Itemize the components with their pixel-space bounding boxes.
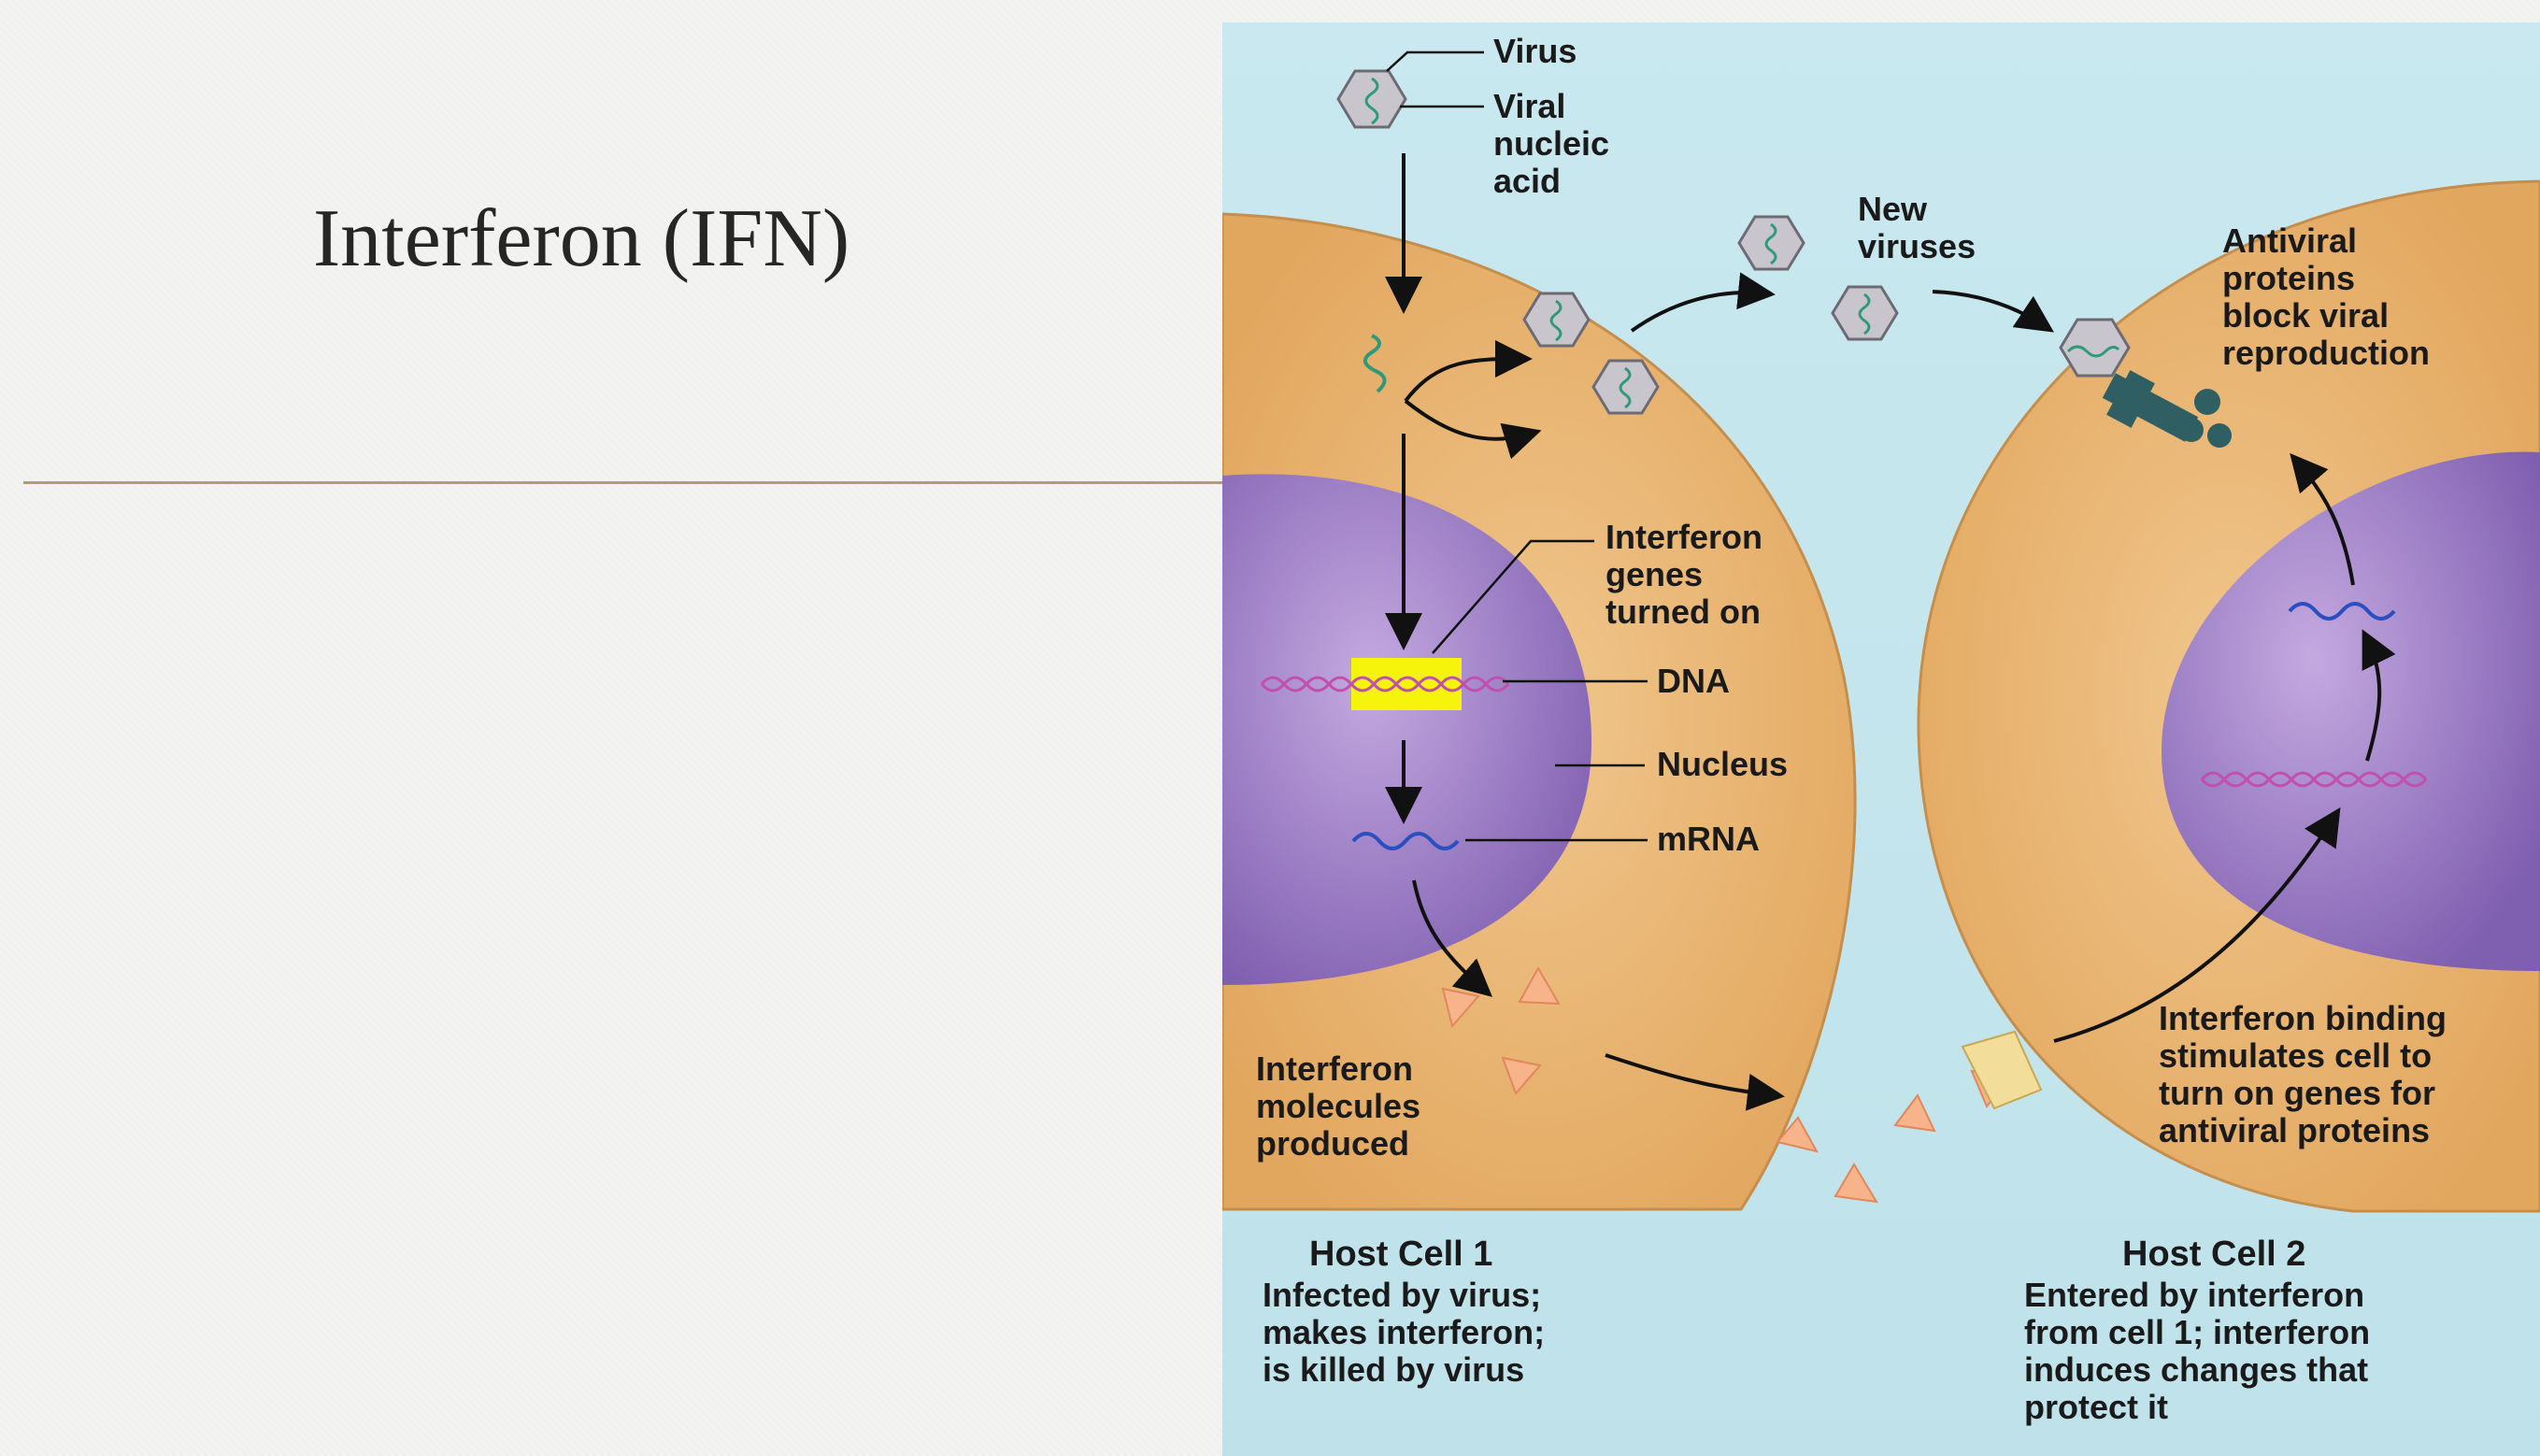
- virus-icon: [1336, 69, 1407, 129]
- label-line: acid: [1493, 162, 1561, 200]
- new-virus-icon: [1591, 359, 1660, 415]
- label-line: proteins: [2222, 259, 2355, 297]
- label-line: turned on: [1605, 592, 1761, 631]
- title-divider: [23, 481, 1224, 484]
- label-interferon-molecules: Interferon molecules produced: [1256, 1049, 1430, 1163]
- caption-host-cell-1-title: Host Cell 1: [1309, 1235, 1492, 1274]
- mrna-icon: [1351, 832, 1460, 850]
- blocked-virus-icon: [2059, 318, 2131, 378]
- label-line: molecules: [1256, 1087, 1420, 1125]
- gene-highlight: [1351, 658, 1462, 710]
- new-virus-icon: [1522, 292, 1591, 348]
- process-arrows: [1385, 153, 2054, 1111]
- label-nucleus: Nucleus: [1657, 745, 1788, 783]
- host-cell-1-nucleus: [1222, 474, 1591, 985]
- dna-icon: [2200, 771, 2428, 788]
- new-virus-icon: [1831, 285, 1899, 341]
- caption-line: Entered by interferon: [2024, 1276, 2364, 1314]
- label-line: turn on genes for: [2159, 1074, 2435, 1112]
- label-dna: DNA: [1657, 662, 1730, 700]
- interferon-molecule-icon: [1441, 965, 2011, 1204]
- label-line: viruses: [1858, 227, 1976, 265]
- label-line: Interferon: [1256, 1049, 1413, 1088]
- caption-line: is killed by virus: [1263, 1350, 1524, 1389]
- label-line: genes: [1605, 555, 1703, 593]
- caption-line: induces changes that: [2024, 1350, 2368, 1389]
- label-line: reproduction: [2222, 334, 2430, 372]
- label-line: Antiviral: [2222, 221, 2357, 260]
- interferon-receptor-icon: [1961, 1030, 2043, 1110]
- caption-host-cell-1-description: Infected by virus; makes interferon; is …: [1263, 1276, 1554, 1389]
- slide-title: Interferon (IFN): [313, 193, 850, 284]
- process-arrows: [2053, 452, 2396, 1043]
- label-line: Interferon binding: [2159, 999, 2447, 1037]
- label-line: Interferon: [1605, 518, 1762, 556]
- viral-nucleic-acid-icon: [1363, 334, 1387, 393]
- label-leader-lines: [1386, 50, 1648, 842]
- caption-line: protect it: [2024, 1388, 2168, 1426]
- label-line: Viral: [1493, 87, 1565, 125]
- antiviral-protein-icon: [2102, 370, 2232, 448]
- caption-line: Infected by virus;: [1263, 1276, 1541, 1314]
- label-new-viruses: New viruses: [1858, 190, 1976, 265]
- new-virus-icon: [1737, 215, 1805, 271]
- caption-line: makes interferon;: [1263, 1313, 1545, 1351]
- label-line: block viral: [2222, 296, 2389, 335]
- dna-icon: [1260, 676, 1510, 692]
- label-interferon-genes: Interferon genes turned on: [1605, 518, 1772, 631]
- label-line: antiviral proteins: [2159, 1111, 2430, 1149]
- caption-host-cell-2-title: Host Cell 2: [2122, 1235, 2305, 1274]
- label-interferon-binding: Interferon binding stimulates cell to tu…: [2159, 999, 2456, 1149]
- label-viral-nucleic-acid: Viral nucleic acid: [1493, 87, 1619, 200]
- label-virus: Virus: [1493, 32, 1577, 70]
- label-line: produced: [1256, 1124, 1409, 1163]
- host-cell-2-nucleus: [2162, 451, 2540, 971]
- label-line: New: [1858, 190, 1928, 228]
- label-line: stimulates cell to: [2159, 1036, 2432, 1075]
- label-line: nucleic: [1493, 124, 1609, 163]
- label-mrna: mRNA: [1657, 820, 1760, 858]
- interferon-diagram: Virus Viral nucleic acid New viruses Ant…: [1222, 22, 2540, 1456]
- caption-line: from cell 1; interferon: [2024, 1313, 2370, 1351]
- label-antiviral-proteins: Antiviral proteins block viral reproduct…: [2222, 221, 2430, 372]
- caption-host-cell-2-description: Entered by interferon from cell 1; inter…: [2024, 1276, 2379, 1426]
- mrna-icon: [2288, 602, 2396, 621]
